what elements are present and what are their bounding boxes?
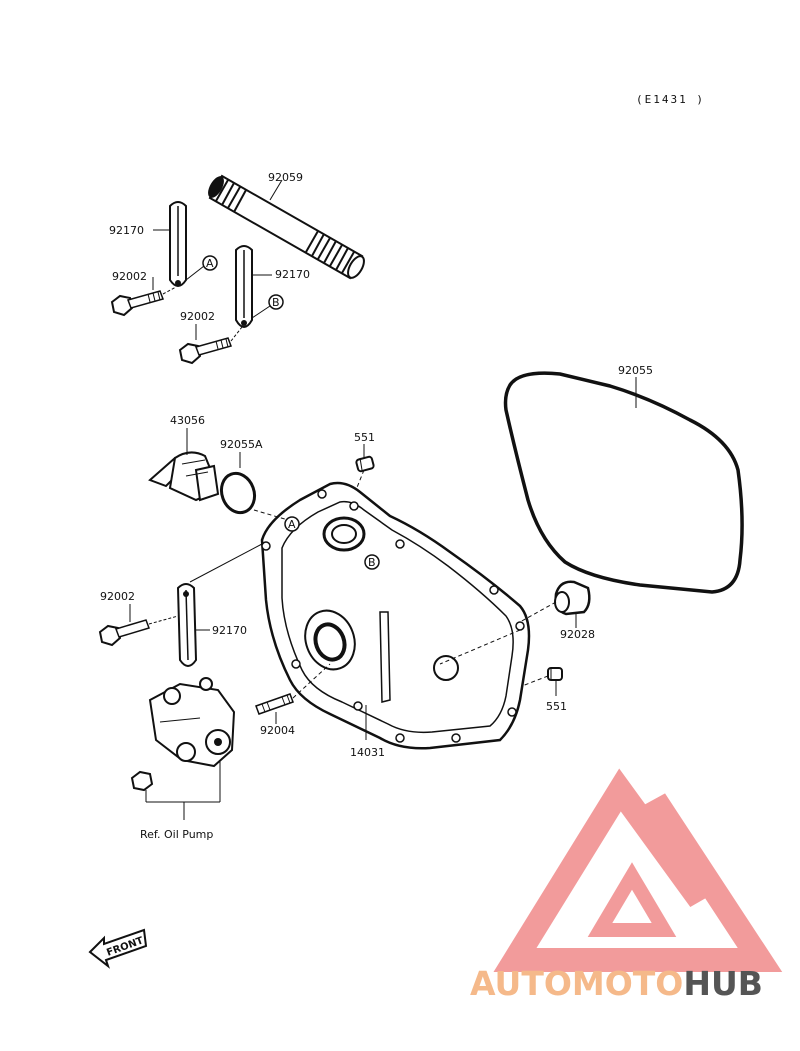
callout-a-cover-circle <box>284 516 300 532</box>
label-ref-oil-pump: Ref. Oil Pump <box>140 828 213 841</box>
label-92028: 92028 <box>560 628 595 641</box>
clamp-92170-b <box>235 245 253 328</box>
bolt-92002-c <box>98 619 150 647</box>
bolt-92002-a <box>110 290 164 317</box>
callout-a-cover: A <box>288 518 296 531</box>
callout-a-top: A <box>206 257 214 270</box>
label-92002-a: 92002 <box>112 270 147 283</box>
stud-92004 <box>255 693 294 715</box>
oil-pump-ref <box>130 677 236 792</box>
label-551-bottom: 551 <box>546 700 567 713</box>
front-arrow-icon: FRONT <box>88 928 148 969</box>
callout-b-cover-circle <box>364 554 380 570</box>
clamp-92170-a <box>169 201 187 287</box>
oil-seal-92028 <box>554 580 591 616</box>
engine-cover-14031 <box>260 481 531 750</box>
dowel-pin-551-bottom <box>547 667 563 681</box>
watermark-part2: HUB <box>683 964 763 1003</box>
label-14031: 14031 <box>350 746 385 759</box>
label-92002-b: 92002 <box>180 310 215 323</box>
clamp-92170-c <box>176 583 198 667</box>
label-92170-b: 92170 <box>275 268 310 281</box>
label-92170-a: 92170 <box>109 224 144 237</box>
callout-a-circle <box>202 255 218 271</box>
label-43056: 43056 <box>170 414 205 427</box>
label-92002-c: 92002 <box>100 590 135 603</box>
callout-b-cover: B <box>368 556 376 569</box>
bolt-92002-b <box>178 337 232 365</box>
watermark-text: AUTOMOTOHUB <box>470 964 763 1003</box>
automotohub-watermark <box>493 768 783 972</box>
hose-92059 <box>208 174 365 280</box>
callout-b-top: B <box>272 296 280 309</box>
label-92059: 92059 <box>268 171 303 184</box>
oring-92055a <box>219 471 257 515</box>
diagram-ref-code: (E1431 ) <box>636 93 705 106</box>
dowel-pin-551-top <box>355 455 375 473</box>
callout-b-circle <box>268 294 284 310</box>
label-92055: 92055 <box>618 364 653 377</box>
gasket-92055 <box>503 371 744 594</box>
label-551-top: 551 <box>354 431 375 444</box>
label-92055a: 92055A <box>220 438 263 451</box>
filler-cap-43056 <box>148 451 220 502</box>
watermark-part1: AUTOMOTO <box>470 964 683 1003</box>
label-92170-c: 92170 <box>212 624 247 637</box>
label-92004: 92004 <box>260 724 295 737</box>
